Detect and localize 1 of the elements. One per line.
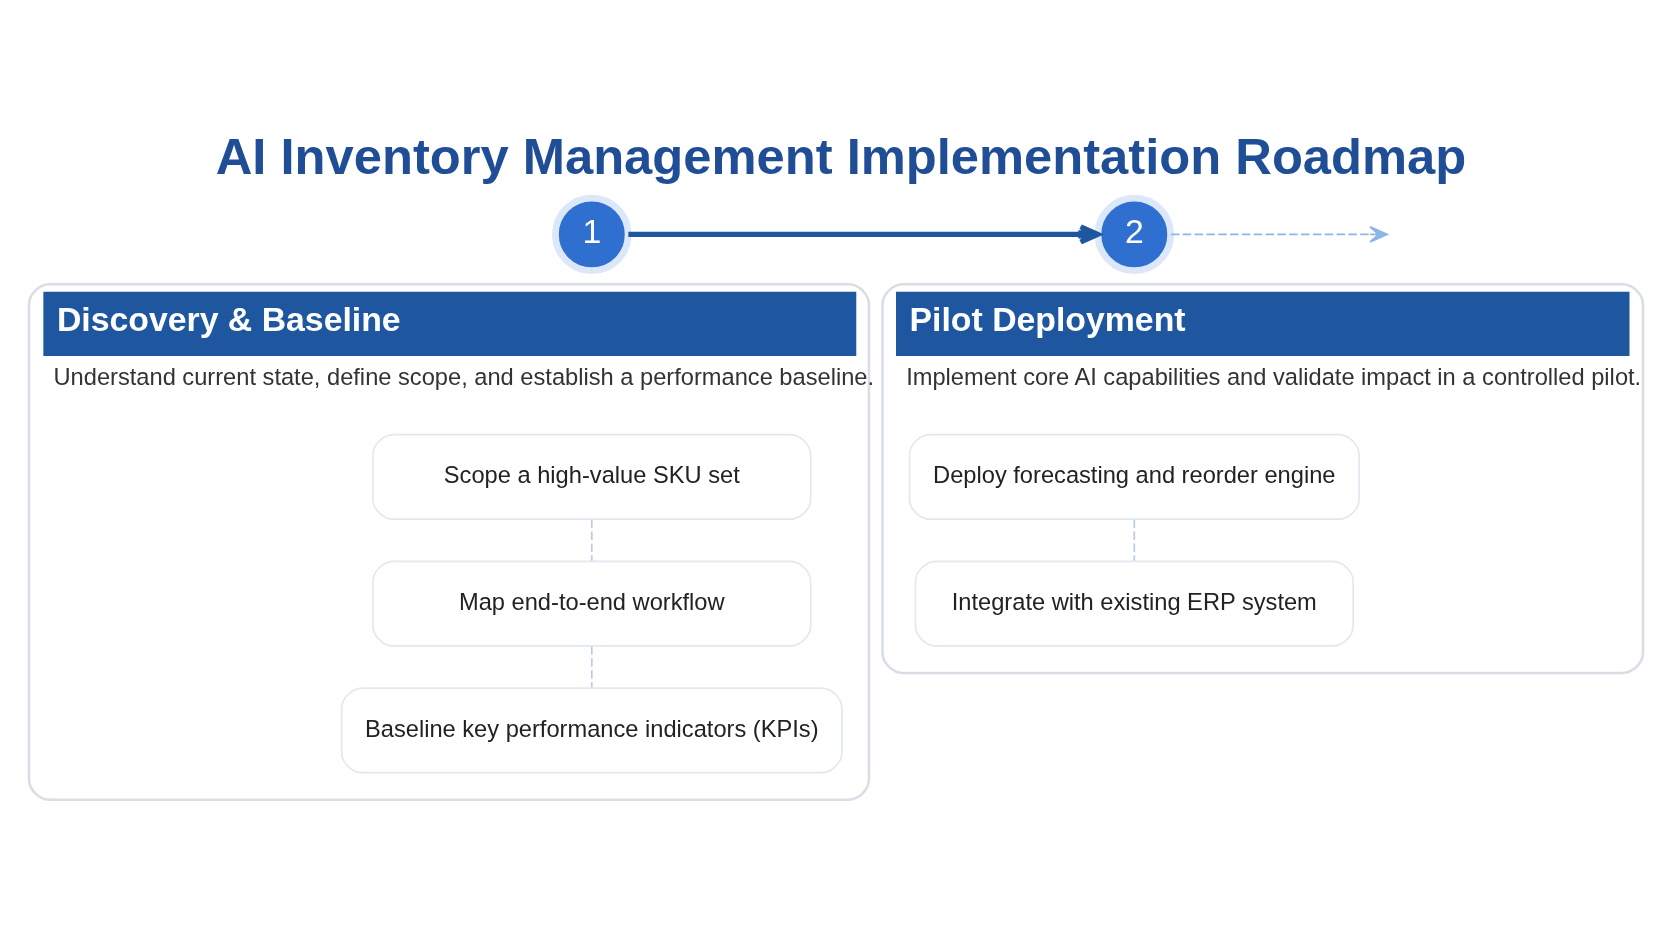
diagram-title: AI Inventory Management Implementation Roadmap bbox=[215, 127, 1467, 185]
